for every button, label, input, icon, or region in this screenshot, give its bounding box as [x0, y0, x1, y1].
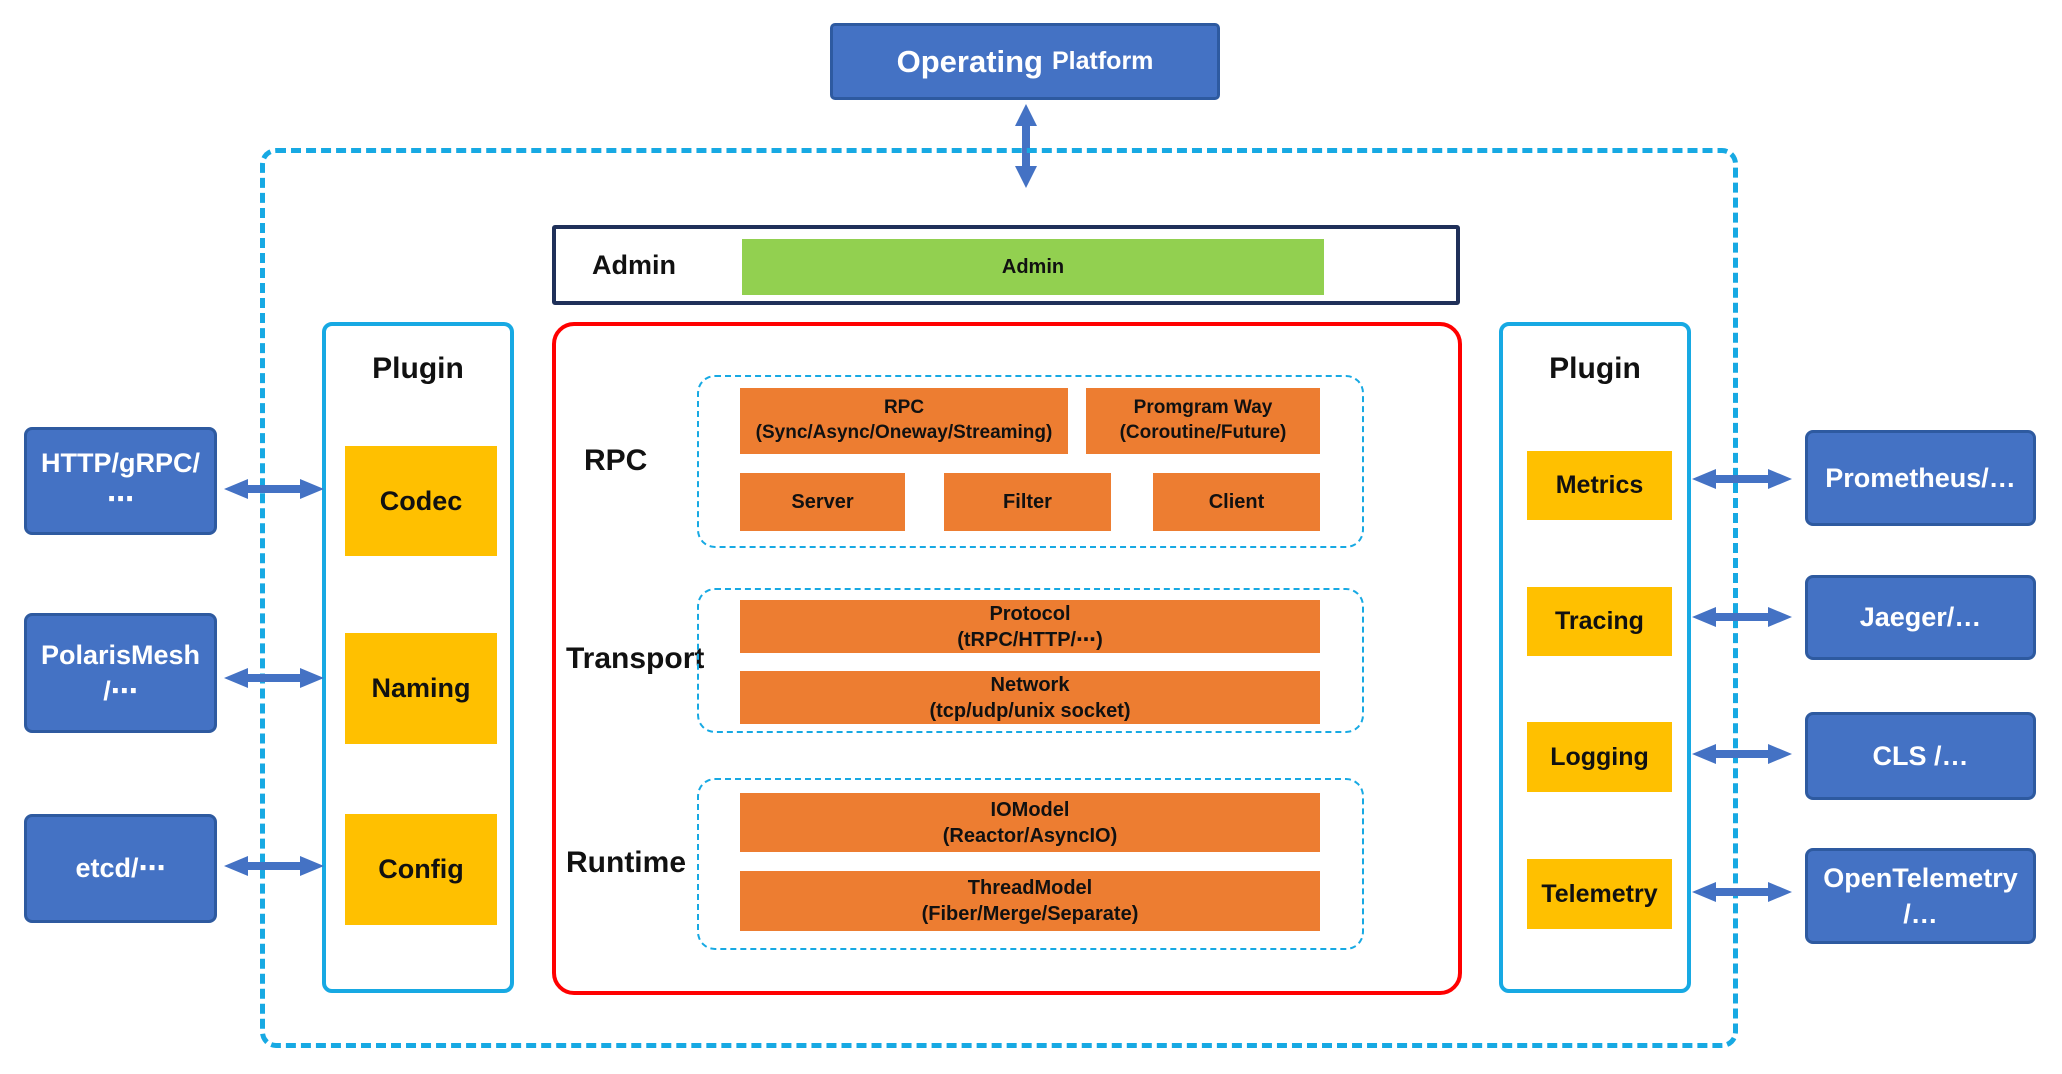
operating-platform-box: Operating Platform: [830, 23, 1220, 100]
double-arrow-icon: [1692, 466, 1792, 492]
admin-module: Admin: [742, 239, 1324, 295]
prometheus-label: Prometheus/…: [1825, 462, 2016, 493]
program-way-box: Promgram Way (Coroutine/Future): [1086, 388, 1320, 454]
threadmodel-title: ThreadModel: [967, 877, 1093, 899]
right-plugin-panel: Plugin Metrics Tracing Logging Telemetry: [1499, 322, 1691, 993]
core-framework-box: [552, 322, 1462, 995]
rpc-section-label: RPC: [584, 444, 648, 477]
http-grpc-ellipsis: ⋯: [107, 484, 134, 514]
network-box: Network (tcp/udp/unix socket): [740, 671, 1320, 724]
client-box: Client: [1153, 473, 1320, 531]
polarismesh-ellipsis: /⋯: [103, 676, 138, 706]
jaeger-box: Jaeger/…: [1805, 575, 2036, 660]
program-way-detail: (Coroutine/Future): [1119, 422, 1287, 443]
double-arrow-icon: [224, 665, 324, 691]
jaeger-label: Jaeger/…: [1859, 602, 1982, 633]
rpc-modes-title: RPC: [883, 397, 925, 419]
threadmodel-detail: (Fiber/Merge/Separate): [921, 903, 1139, 925]
double-arrow-icon: [224, 476, 324, 502]
transport-group: [697, 588, 1364, 733]
codec-box: Codec: [345, 446, 497, 556]
framework-boundary: [260, 148, 1738, 1048]
threadmodel-box: ThreadModel (Fiber/Merge/Separate): [740, 871, 1320, 931]
naming-box: Naming: [345, 633, 497, 744]
double-arrow-icon: [224, 853, 324, 879]
runtime-group: [697, 778, 1364, 950]
opentelemetry-label: OpenTelemetry: [1823, 862, 2018, 893]
rpc-modes-box: RPC (Sync/Async/Oneway/Streaming): [740, 388, 1068, 454]
config-box: Config: [345, 814, 497, 925]
prometheus-box: Prometheus/…: [1805, 430, 2036, 526]
http-grpc-label: HTTP/gRPC/: [41, 447, 200, 478]
admin-label: Admin: [592, 249, 676, 280]
telemetry-box: Telemetry: [1527, 859, 1672, 929]
polarismesh-label: PolarisMesh: [40, 639, 201, 670]
etcd-box: etcd/⋯: [24, 814, 217, 923]
double-arrow-icon: [1692, 879, 1792, 905]
iomodel-title: IOModel: [990, 798, 1070, 821]
admin-panel: Admin Admin: [552, 225, 1460, 305]
http-grpc-box: HTTP/gRPC/ ⋯: [24, 427, 217, 535]
double-arrow-icon: [1692, 604, 1792, 630]
rpc-group: [697, 375, 1364, 548]
program-way-title: Promgram Way: [1133, 397, 1273, 419]
cls-box: CLS /…: [1805, 712, 2036, 800]
rpc-modes-detail: (Sync/Async/Oneway/Streaming): [755, 422, 1053, 443]
logging-box: Logging: [1527, 722, 1672, 792]
iomodel-box: IOModel (Reactor/AsyncIO): [740, 793, 1320, 852]
polarismesh-box: PolarisMesh /⋯: [24, 613, 217, 733]
iomodel-detail: (Reactor/AsyncIO): [942, 824, 1118, 847]
protocol-box: Protocol (tRPC/HTTP/⋯): [740, 600, 1320, 653]
opentelemetry-box: OpenTelemetry /…: [1805, 848, 2036, 944]
double-arrow-vertical-icon: [1013, 104, 1039, 188]
network-detail: (tcp/udp/unix socket): [929, 699, 1131, 722]
network-title: Network: [990, 673, 1070, 696]
etcd-label: etcd/⋯: [75, 853, 166, 884]
runtime-section-label: Runtime: [566, 846, 686, 879]
right-plugin-title: Plugin: [1549, 352, 1641, 385]
left-plugin-panel: Plugin Codec Naming Config: [322, 322, 514, 993]
tracing-box: Tracing: [1527, 587, 1672, 656]
operating-platform-subtitle: Platform: [1052, 47, 1154, 75]
protocol-title: Protocol: [989, 602, 1071, 625]
cls-label: CLS /…: [1872, 740, 1969, 771]
server-box: Server: [740, 473, 905, 531]
protocol-detail: (tRPC/HTTP/⋯): [957, 628, 1103, 651]
left-plugin-title: Plugin: [372, 352, 464, 385]
opentelemetry-ellipsis: /…: [1903, 899, 1938, 929]
filter-box: Filter: [944, 473, 1111, 531]
double-arrow-icon: [1692, 741, 1792, 767]
transport-section-label: Transport: [566, 642, 705, 675]
metrics-box: Metrics: [1527, 451, 1672, 520]
operating-platform-title: Operating: [896, 43, 1043, 79]
